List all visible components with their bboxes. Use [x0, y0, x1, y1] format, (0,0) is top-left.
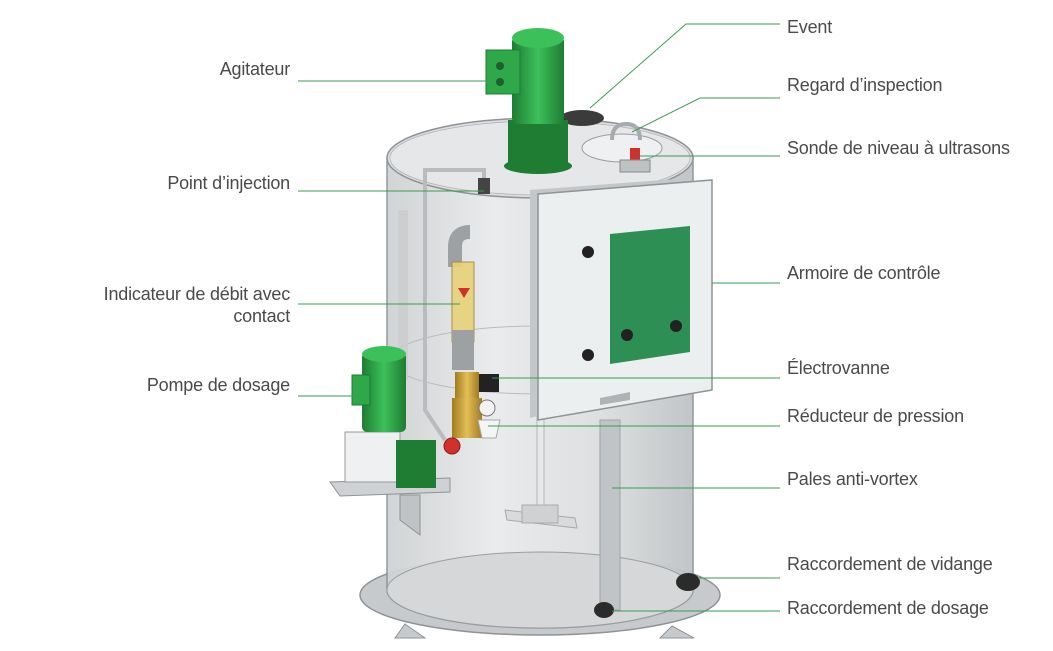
leader-lines	[298, 23, 780, 612]
label-pales-anti-vortex: Pales anti-vortex	[787, 469, 918, 489]
agitator-motor-icon	[485, 28, 572, 174]
label-raccordement-vidange: Raccordement de vidange	[787, 554, 993, 574]
drain-connection-icon	[676, 573, 700, 591]
label-reducteur-pression: Réducteur de pression	[787, 406, 964, 426]
label-agitateur: Agitateur	[219, 59, 290, 79]
label-regard-inspection: Regard d’inspection	[787, 75, 943, 95]
label-armoire-controle: Armoire de contrôle	[787, 263, 941, 283]
dosing-pump-icon	[329, 346, 451, 536]
control-cabinet-icon	[530, 178, 713, 421]
label-sonde-niveau: Sonde de niveau à ultrasons	[787, 138, 1010, 158]
label-indicateur-debit: Indicateur de débit avec contact	[10, 283, 291, 327]
label-electrovanne: Électrovanne	[787, 358, 890, 378]
label-raccordement-dosage: Raccordement de dosage	[787, 598, 989, 618]
label-indicateur-line1: Indicateur de débit avec	[103, 284, 291, 304]
ultrasonic-level-sensor-icon	[610, 121, 651, 173]
flow-indicator-icon	[448, 225, 475, 370]
label-point-injection: Point d’injection	[167, 173, 290, 193]
label-indicateur-line2: contact	[233, 306, 290, 326]
injection-piping	[423, 168, 490, 442]
pressure-reducer-icon	[443, 398, 501, 455]
dosing-connection-icon	[594, 602, 614, 618]
leader-event	[589, 23, 780, 109]
label-event: Event	[787, 17, 833, 37]
leader-regard	[631, 97, 780, 133]
label-pompe-dosage: Pompe de dosage	[146, 375, 290, 395]
